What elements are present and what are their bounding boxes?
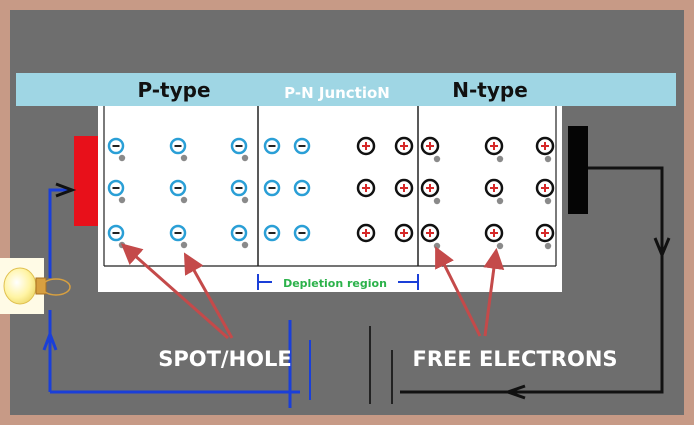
- acceptor-ion-icon: [293, 179, 311, 197]
- electron-dot: [544, 197, 552, 205]
- junction-label: P-N JunctioN: [284, 84, 390, 102]
- light-bulb-icon: [0, 258, 71, 314]
- wire-left-arrow: [503, 384, 526, 400]
- donor-ion-icon: [394, 223, 414, 243]
- electron-dot: [496, 242, 504, 250]
- electron-dot: [544, 155, 552, 163]
- hole-dot: [241, 154, 249, 162]
- hole-dot: [180, 196, 188, 204]
- donor-ion-icon: [356, 223, 376, 243]
- acceptor-ion-icon: [263, 224, 281, 242]
- donor-ion-icon: [535, 223, 555, 243]
- hole-dot: [118, 196, 126, 204]
- depletion-region-label: Depletion region: [283, 277, 387, 290]
- electron-dot: [433, 155, 441, 163]
- free-electrons-callout: FREE ELECTRONS: [412, 347, 617, 371]
- acceptor-ion-icon: [230, 137, 248, 155]
- acceptor-ion-icon: [230, 179, 248, 197]
- donor-ions: [356, 136, 555, 243]
- n-type-label: N-type: [452, 78, 528, 102]
- acceptor-ion-icon: [293, 137, 311, 155]
- hole-dot: [180, 154, 188, 162]
- acceptor-ions: [107, 137, 311, 242]
- acceptor-ion-icon: [107, 224, 125, 242]
- header-bar: [16, 73, 676, 106]
- hole-dot: [180, 241, 188, 249]
- acceptor-ion-icon: [169, 179, 187, 197]
- acceptor-ion-icon: [293, 224, 311, 242]
- electron-dot: [433, 197, 441, 205]
- depletion-bracket: [257, 274, 419, 290]
- donor-ion-icon: [420, 178, 440, 198]
- acceptor-ion-icon: [230, 224, 248, 242]
- wire-p-to-bulb-top: [48, 188, 70, 278]
- donor-ion-icon: [535, 178, 555, 198]
- hole-dot: [241, 241, 249, 249]
- hole-callout-arrows: [120, 243, 234, 340]
- donor-ion-icon: [356, 178, 376, 198]
- donor-ion-icon: [484, 178, 504, 198]
- donor-ion-icon: [535, 136, 555, 156]
- electron-dot: [496, 197, 504, 205]
- electron-dot: [544, 242, 552, 250]
- p-terminal: [74, 136, 98, 226]
- semiconductor-crystal: [98, 106, 562, 292]
- n-terminal: [568, 126, 588, 214]
- donor-ion-icon: [394, 136, 414, 156]
- donor-ion-icon: [420, 223, 440, 243]
- acceptor-ion-icon: [263, 137, 281, 155]
- acceptor-ion-icon: [107, 179, 125, 197]
- p-type-label: P-type: [137, 78, 210, 102]
- wire-down-arrow: [653, 237, 671, 259]
- electron-callout-arrows: [435, 246, 505, 337]
- electron-dot: [433, 242, 441, 250]
- acceptor-ion-icon: [263, 179, 281, 197]
- wire-n-side: [400, 166, 664, 394]
- donor-ion-icon: [356, 136, 376, 156]
- acceptor-ion-icon: [169, 137, 187, 155]
- acceptor-ion-icon: [107, 137, 125, 155]
- wire-up-arrow: [42, 329, 58, 351]
- spot-hole-callout: SPOT/HOLE: [158, 347, 292, 371]
- hole-dot: [241, 196, 249, 204]
- acceptor-ion-icon: [169, 224, 187, 242]
- electron-dot: [496, 155, 504, 163]
- donor-ion-icon: [420, 136, 440, 156]
- terminal-arrow: [55, 182, 77, 198]
- donor-ion-icon: [484, 136, 504, 156]
- hole-dot: [118, 154, 126, 162]
- donor-ion-icon: [394, 178, 414, 198]
- donor-ion-icon: [484, 223, 504, 243]
